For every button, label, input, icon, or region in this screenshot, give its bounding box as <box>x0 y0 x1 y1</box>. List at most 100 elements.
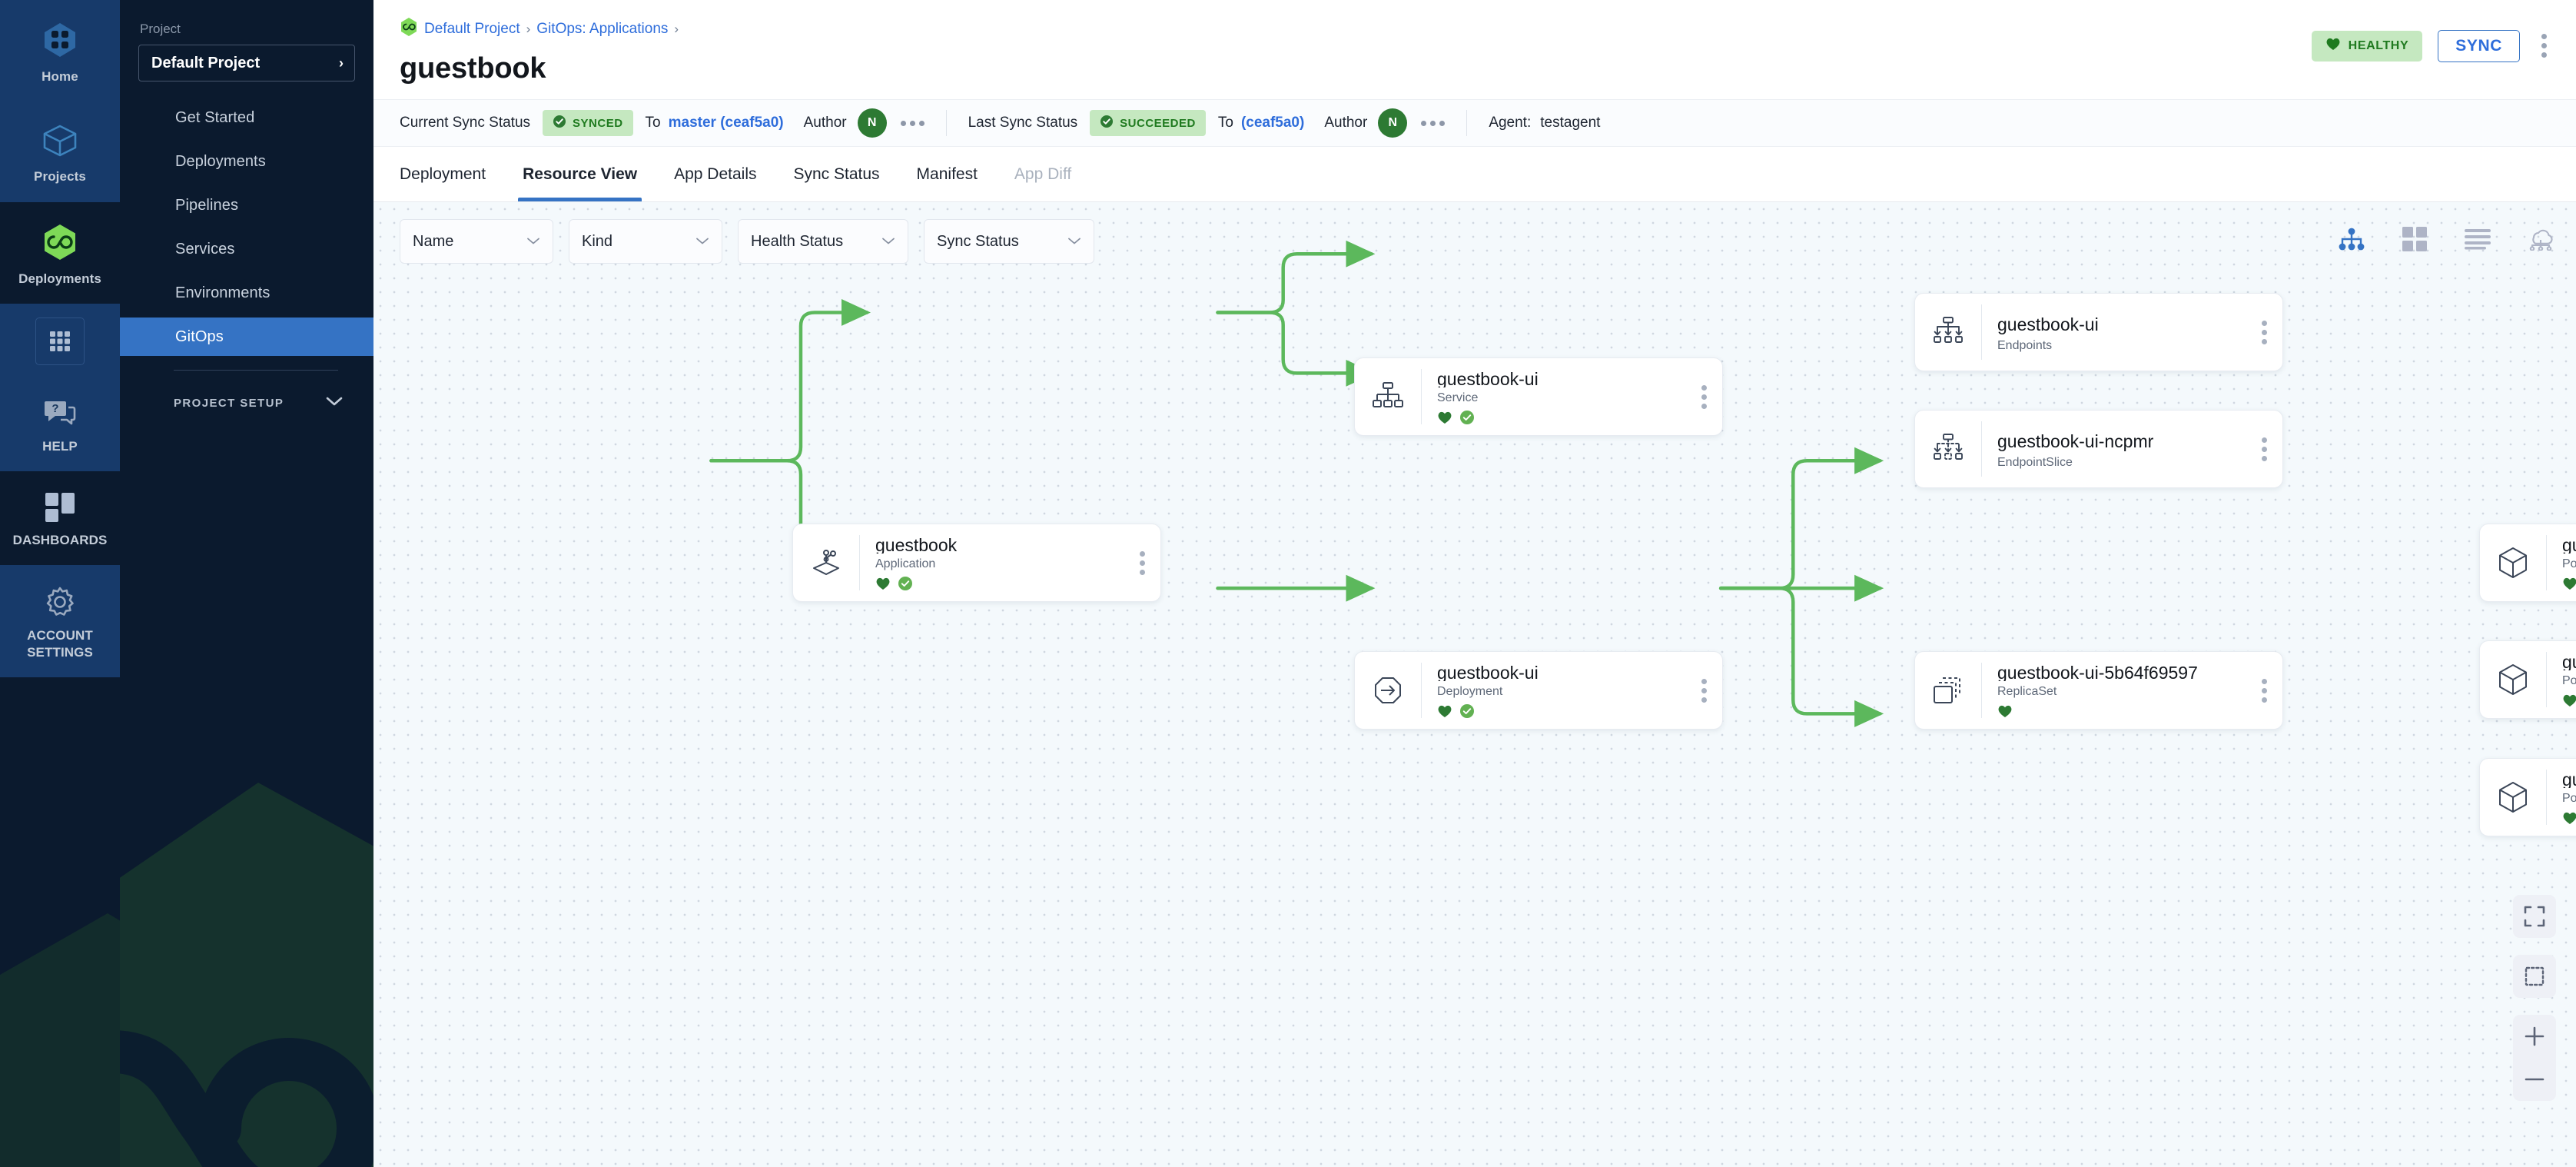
node-title: guestbook-ui-5b64f6959… <box>2562 652 2576 670</box>
sidebar-item-deployments[interactable]: Deployments <box>175 152 266 170</box>
service-icon <box>1355 358 1421 435</box>
rail-item-deployments[interactable]: Deployments <box>0 201 120 304</box>
graph-node-application[interactable]: guestbook Application <box>792 524 1161 602</box>
list-view-icon[interactable] <box>2462 224 2493 254</box>
last-sync-status-text: SUCCEEDED <box>1120 116 1196 130</box>
node-divider <box>1981 421 1982 477</box>
node-status-icons <box>1997 704 2246 721</box>
sidebar-item-gitops[interactable]: GitOps <box>120 318 373 356</box>
last-author-avatar[interactable]: N <box>1378 108 1408 138</box>
tab-sync-status[interactable]: Sync Status <box>793 165 880 183</box>
graph-node-pod-2[interactable]: guestbook-ui-5b64f6959… Pod <box>2479 640 2576 719</box>
gear-icon <box>43 585 77 619</box>
select-box-icon[interactable] <box>2513 955 2556 998</box>
rail-item-help[interactable]: ? HELP <box>0 378 120 471</box>
header-more-menu-icon[interactable] <box>2535 29 2553 62</box>
filter-bar: Name Kind Health Status <box>400 219 1094 264</box>
node-status-icons <box>1437 410 1685 427</box>
endpointslice-icon <box>1915 411 1981 487</box>
node-more-menu-icon[interactable] <box>1685 652 1722 729</box>
filter-kind[interactable]: Kind <box>569 219 722 264</box>
current-sync-revision[interactable]: master (ceaf5a0) <box>668 115 784 131</box>
sync-button[interactable]: SYNC <box>2438 29 2520 62</box>
tab-app-details[interactable]: App Details <box>674 165 757 183</box>
node-more-menu-icon[interactable] <box>2246 652 2282 729</box>
graph-node-replicaset[interactable]: guestbook-ui-5b64f69597 ReplicaSet <box>1914 651 2283 730</box>
agent-value: testagent <box>1540 115 1601 131</box>
sidebar-item-services[interactable]: Services <box>175 240 235 258</box>
grid-view-icon[interactable] <box>2399 224 2430 254</box>
last-sync-status-label: Last Sync Status <box>968 115 1078 131</box>
tab-resource-view[interactable]: Resource View <box>504 147 656 201</box>
tab-app-diff[interactable]: App Diff <box>1014 165 1072 183</box>
node-more-menu-icon[interactable] <box>2246 411 2282 487</box>
deployment-icon <box>1355 652 1421 729</box>
resource-graph-canvas[interactable]: Name Kind Health Status <box>373 202 2576 1167</box>
last-sync-more-icon[interactable] <box>1421 120 1446 126</box>
nav-divider <box>174 370 338 371</box>
main-column: Default Project › GitOps: Applications ›… <box>373 0 2576 1167</box>
tree-view-icon[interactable] <box>2336 224 2367 254</box>
rail-item-home[interactable]: Home <box>0 0 120 102</box>
graph-node-pod-1[interactable]: guestbook-ui-5b64f6959… Pod <box>2479 524 2576 602</box>
graph-node-endpointslice[interactable]: guestbook-ui-ncpmr EndpointSlice <box>1914 410 2283 488</box>
breadcrumb-item-gitops-applications[interactable]: GitOps: Applications <box>536 21 669 37</box>
breadcrumb-separator: › <box>526 22 531 36</box>
last-sync-revision[interactable]: (ceaf5a0) <box>1240 115 1305 131</box>
node-title: guestbook-ui <box>1437 369 1539 387</box>
node-body: guestbook-ui Service <box>1422 358 1685 435</box>
node-more-menu-icon[interactable] <box>2246 294 2282 371</box>
current-author-avatar[interactable]: N <box>857 108 887 138</box>
rail-label-deployments: Deployments <box>18 271 101 286</box>
rail-label-projects: Projects <box>34 169 86 185</box>
node-title: guestbook-ui <box>1437 663 1539 681</box>
node-title: guestbook-ui <box>1997 314 2099 334</box>
breadcrumb-item-default-project[interactable]: Default Project <box>424 21 520 37</box>
zoom-in-icon[interactable] <box>2513 1015 2556 1058</box>
filter-name[interactable]: Name <box>400 219 553 264</box>
project-label: Project <box>140 22 181 36</box>
deployments-infinity-icon <box>40 222 80 262</box>
node-body: guestbook-ui Endpoints <box>1982 294 2246 371</box>
graph-node-pod-3[interactable]: guestbook-ui-5b64f6959… Pod <box>2479 758 2576 836</box>
heart-icon <box>2562 811 2576 829</box>
node-kind: Pod <box>2562 557 2576 570</box>
node-more-menu-icon[interactable] <box>1685 358 1722 435</box>
zoom-buttons <box>2513 1015 2556 1101</box>
node-kind: EndpointSlice <box>1997 456 2073 469</box>
canvas-controls <box>2513 895 2556 1101</box>
rail-item-dashboards[interactable]: DASHBOARDS <box>0 471 120 566</box>
tab-manifest[interactable]: Manifest <box>916 165 978 183</box>
check-circle-icon <box>1459 703 1475 723</box>
rail-item-app-grid[interactable] <box>0 303 120 379</box>
check-circle-icon <box>898 576 913 595</box>
rail-item-account-settings[interactable]: ACCOUNT SETTINGS <box>0 565 120 677</box>
node-divider <box>859 535 860 590</box>
graph-node-deployment[interactable]: guestbook-ui Deployment <box>1354 651 1723 730</box>
current-sync-to-label: To <box>645 115 661 131</box>
current-sync-more-icon[interactable] <box>900 120 925 126</box>
heart-icon <box>875 577 891 594</box>
network-cloud-view-icon[interactable] <box>2525 224 2556 254</box>
rail-item-projects[interactable]: Projects <box>0 101 120 202</box>
node-more-menu-icon[interactable] <box>1124 524 1160 601</box>
fullscreen-icon[interactable] <box>2513 895 2556 938</box>
sidebar-item-pipelines[interactable]: Pipelines <box>175 196 239 214</box>
sidebar-item-environments[interactable]: Environments <box>175 284 271 301</box>
tab-deployment[interactable]: Deployment <box>400 165 486 183</box>
sidebar-item-get-started[interactable]: Get Started <box>175 108 255 126</box>
current-sync-status-text: SYNCED <box>573 116 623 130</box>
filter-sync-status[interactable]: Sync Status <box>924 219 1094 264</box>
zoom-out-icon[interactable] <box>2513 1058 2556 1101</box>
graph-node-endpoints[interactable]: guestbook-ui Endpoints <box>1914 293 2283 371</box>
replicaset-icon <box>1915 652 1981 729</box>
filter-health-status[interactable]: Health Status <box>738 219 908 264</box>
node-kind: Application <box>875 557 936 570</box>
heart-icon <box>2325 37 2341 55</box>
node-kind: Deployment <box>1437 685 1503 698</box>
project-selector[interactable]: Default Project › <box>138 45 355 81</box>
sidebar-section-project-setup[interactable]: PROJECT SETUP <box>120 387 373 418</box>
help-chat-icon: ? <box>43 399 77 430</box>
graph-node-service[interactable]: guestbook-ui Service <box>1354 357 1723 436</box>
